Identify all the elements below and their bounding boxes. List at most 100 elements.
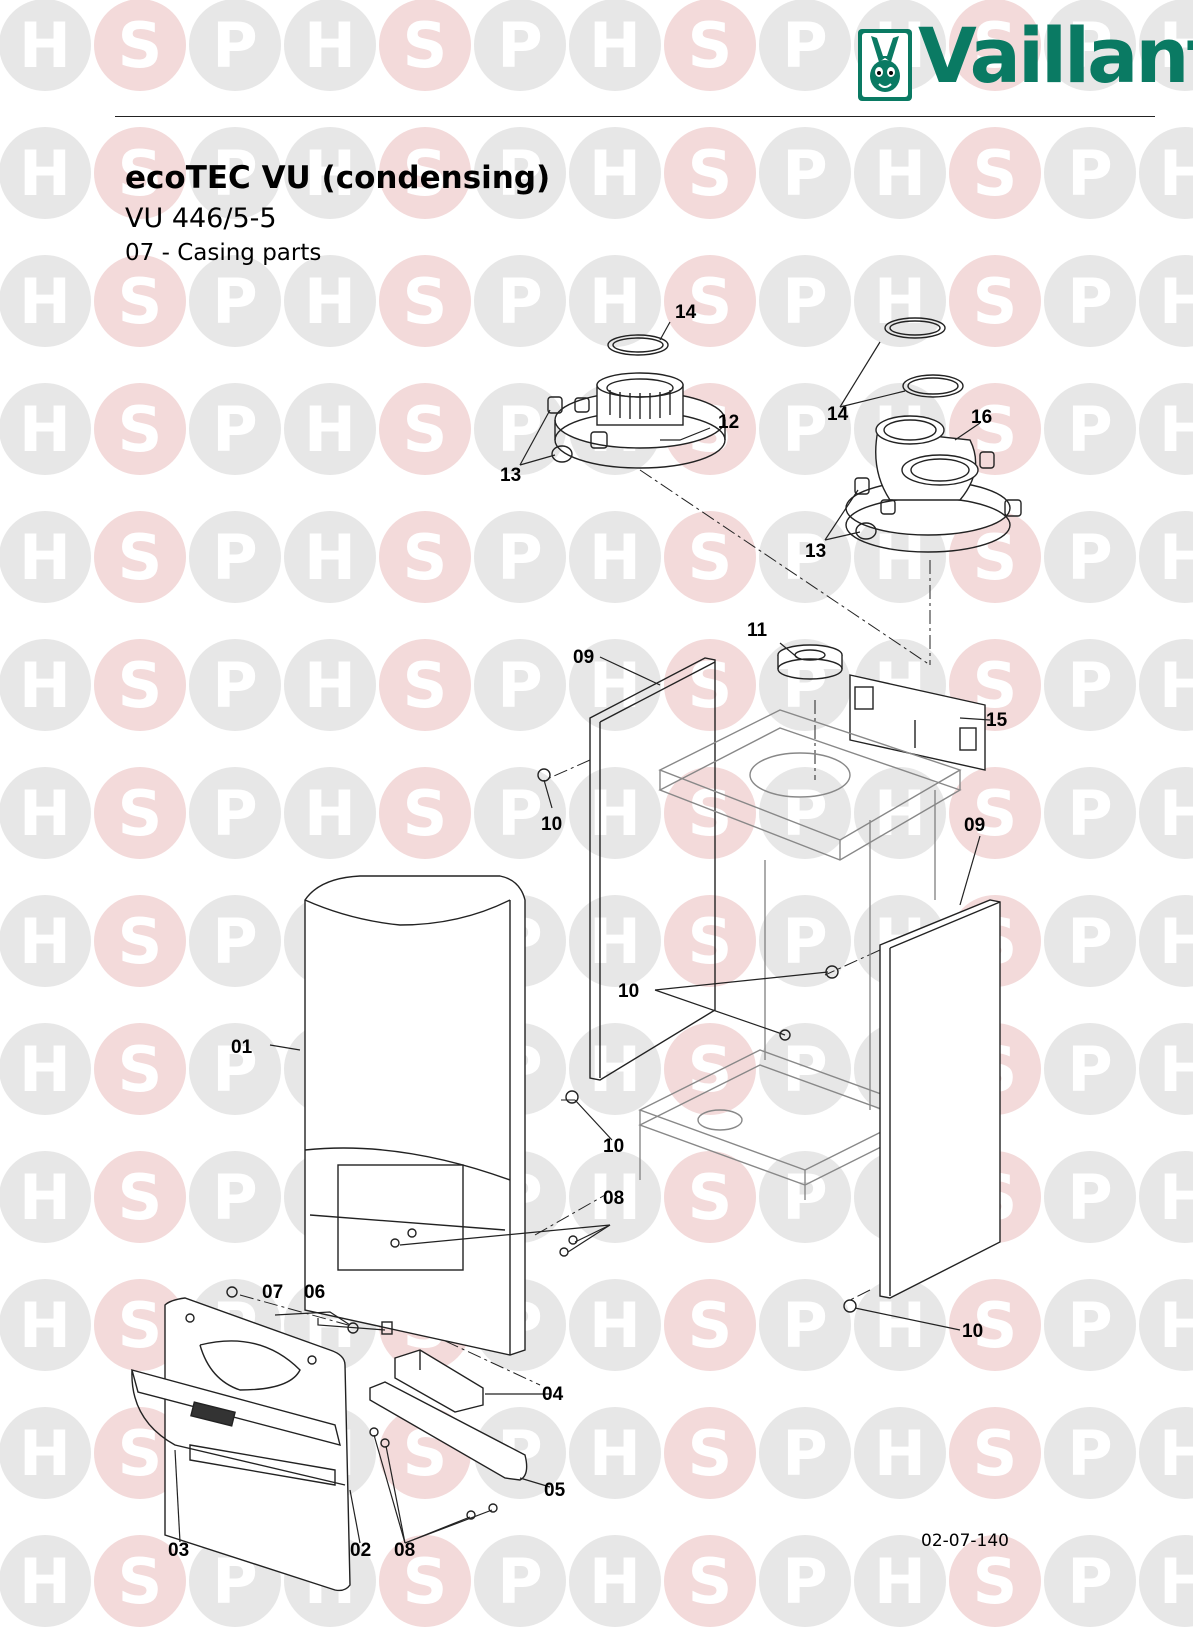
watermark-circle [0, 1279, 91, 1371]
watermark-circle [1044, 1407, 1136, 1499]
section-title: 07 - Casing parts [125, 240, 322, 266]
watermark-letter: H [1159, 1161, 1193, 1234]
watermark-letter: P [497, 265, 542, 338]
callout-07: 07 [262, 1282, 283, 1303]
watermark-letter: P [782, 9, 827, 82]
watermark-circle [1044, 383, 1136, 475]
watermark-letter: S [118, 1289, 163, 1362]
watermark-circle [189, 255, 281, 347]
watermark-circle [664, 895, 756, 987]
watermark-letter: S [403, 777, 448, 850]
lower-bracket-part [369, 1381, 528, 1481]
watermark-letter: S [118, 521, 163, 594]
model-number: VU 446/5-5 [125, 203, 277, 234]
watermark-circle [1044, 1279, 1136, 1371]
watermark-circle [0, 255, 91, 347]
watermark-circle [949, 1535, 1041, 1627]
watermark-letter: H [589, 521, 641, 594]
watermark-circle [189, 1151, 281, 1243]
callout-06: 06 [304, 1282, 325, 1303]
watermark-letter: S [118, 137, 163, 210]
watermark-letter: S [973, 777, 1018, 850]
watermark-circle [94, 1535, 186, 1627]
watermark-circle [949, 511, 1041, 603]
watermark-letter: P [782, 521, 827, 594]
watermark-letter: P [1067, 9, 1112, 82]
watermark-circle [0, 639, 91, 731]
watermark-letter: H [19, 1545, 71, 1618]
watermark-letter: H [1159, 905, 1193, 978]
watermark-letter: H [1159, 1033, 1193, 1106]
watermark-letter: H [589, 9, 641, 82]
watermark-letter: H [1159, 1545, 1193, 1618]
watermark-circle [379, 127, 471, 219]
watermark-letter: H [589, 265, 641, 338]
watermark-letter: S [688, 649, 733, 722]
header-divider [115, 116, 1155, 117]
watermark-circle [1044, 1023, 1136, 1115]
watermark-letter: P [212, 905, 257, 978]
watermark-letter: P [1067, 905, 1112, 978]
watermark-circle [0, 511, 91, 603]
watermark-letter: H [589, 1545, 641, 1618]
watermark-circle [94, 895, 186, 987]
watermark-circle [1044, 767, 1136, 859]
watermark-letter: H [19, 1289, 71, 1362]
watermark-circle [1139, 127, 1193, 219]
watermark-letter: H [1159, 393, 1193, 466]
watermark-circle [854, 1279, 946, 1371]
watermark-circle [0, 0, 91, 91]
watermark-letter: H [1159, 265, 1193, 338]
watermark-circle [1044, 511, 1136, 603]
watermark-letter: P [497, 1545, 542, 1618]
watermark-letter: P [212, 649, 257, 722]
watermark-letter: S [688, 521, 733, 594]
flue-adaptor-concentric-part [554, 372, 726, 469]
watermark-letter: P [497, 649, 542, 722]
watermark-circle [854, 1407, 946, 1499]
watermark-letter: S [403, 393, 448, 466]
watermark-circle [949, 0, 1041, 91]
watermark-circle [569, 1407, 661, 1499]
watermark-circle [189, 383, 281, 475]
callout-10-a: 10 [541, 814, 562, 835]
watermark-letter: S [118, 905, 163, 978]
boiler-chassis-part [638, 709, 962, 1200]
watermark-circle [474, 767, 566, 859]
watermark-circle [759, 0, 851, 91]
watermark-letter: P [782, 777, 827, 850]
watermark-circle [0, 383, 91, 475]
watermark-letter: P [782, 137, 827, 210]
watermark-letter: H [589, 1417, 641, 1490]
watermark-circle [759, 255, 851, 347]
watermark-circle [379, 1535, 471, 1627]
watermark-circle [569, 1151, 661, 1243]
watermark-circle [664, 767, 756, 859]
watermark-letter: P [1067, 1161, 1112, 1234]
watermark-letter: H [589, 777, 641, 850]
watermark-letter: S [403, 137, 448, 210]
watermark-circle [94, 127, 186, 219]
watermark-circle [949, 255, 1041, 347]
side-panel-right-part [879, 899, 1001, 1299]
watermark-circle [664, 1151, 756, 1243]
watermark-letter: P [782, 265, 827, 338]
watermark-circle [379, 255, 471, 347]
watermark-circle [0, 895, 91, 987]
watermark-circle [1044, 0, 1136, 91]
hare-logo-icon [858, 29, 912, 101]
watermark-letter: S [688, 1161, 733, 1234]
watermark-circle [379, 639, 471, 731]
watermark-letter: H [1159, 137, 1193, 210]
callout-05: 05 [544, 1480, 566, 1501]
watermark-letter: P [212, 393, 257, 466]
watermark-circle [189, 639, 281, 731]
watermark-circle [854, 255, 946, 347]
watermark-letter: S [688, 1289, 733, 1362]
watermark-letter: H [1159, 521, 1193, 594]
watermark-letter: H [874, 1417, 926, 1490]
leader-lines [174, 321, 991, 1544]
watermark-circle [94, 1023, 186, 1115]
watermark-letter: P [1067, 777, 1112, 850]
